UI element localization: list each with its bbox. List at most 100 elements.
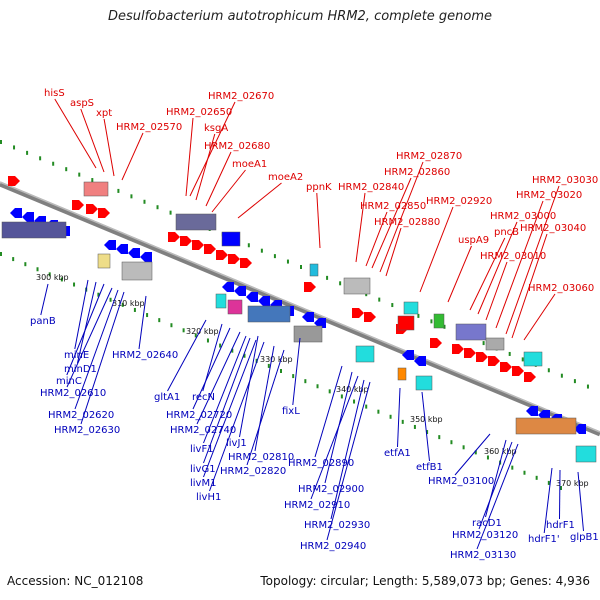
reverse-gene-arrow [140,252,152,262]
lower-dot-track [486,455,489,460]
reverse-label-leader [209,341,265,492]
forward-label-leader [511,233,548,339]
forward-gene-block [485,337,505,351]
forward-gene-label: aspS [70,98,94,109]
reverse-gene-label: fixL [282,406,300,417]
reverse-label-leader [476,443,519,550]
forward-gene-label: hisS [44,88,65,99]
reverse-gene-arrow [10,208,22,218]
lower-dot-track [146,313,149,318]
upper-dot-track [65,167,68,172]
lower-dot-track [109,297,112,302]
upper-dot-track [143,199,146,204]
reverse-gene-label: HRM2_02630 [54,425,120,436]
forward-gene-label: HRM2_03010 [480,251,546,262]
reverse-gene-arrow [314,318,326,328]
reverse-gene-block [1,221,67,239]
reverse-gene-label: HRM2_02930 [304,520,370,531]
lower-dot-track [316,384,319,389]
reverse-label-leader [203,339,257,478]
forward-gene-label: HRM2_02670 [208,91,274,102]
reverse-gene-label: HRM2_02900 [298,484,364,495]
reverse-label-leader [66,283,105,376]
upper-dot-track [508,351,511,356]
scale-tick-label: 360 kbp [484,447,517,456]
scale-tick-label: 320 kbp [186,327,219,336]
upper-dot-track [169,210,172,215]
upper-dot-track [430,319,433,324]
reverse-gene-label: livF1 [190,444,214,455]
reverse-gene-label: HRM2_02620 [48,410,114,421]
forward-label-leader [185,117,194,197]
forward-gene-block [83,181,109,197]
lower-dot-track [426,430,429,435]
lower-dot-track [133,307,136,312]
lower-dot-track [60,277,63,282]
forward-gene-arrow [452,344,464,354]
reverse-label-leader [40,283,49,316]
reverse-label-leader [196,331,241,425]
forward-gene-arrow [168,232,180,242]
lower-dot-track [377,409,380,414]
reverse-gene-arrow [574,424,586,434]
forward-gene-label: HRM2_03000 [490,211,556,222]
lower-dot-track [48,272,51,277]
lower-dot-track [474,450,477,455]
reverse-gene-block [415,375,433,391]
forward-label-leader [505,185,560,335]
lower-dot-track [97,292,100,297]
reverse-label-leader [74,279,89,350]
forward-gene-arrow [352,308,364,318]
genome-backbone-highlight [0,181,600,433]
forward-label-leader [195,133,216,201]
forward-gene-arrow [430,338,442,348]
lower-dot-track [523,470,526,475]
lower-dot-track [462,445,465,450]
lower-dot-track [413,424,416,429]
reverse-gene-arrow [258,296,270,306]
forward-gene-arrow [512,366,524,376]
lower-dot-track [0,252,2,256]
reverse-label-leader [454,433,491,476]
reverse-label-leader [192,327,231,410]
lower-dot-track [353,399,356,404]
reverse-gene-block [121,261,153,281]
reverse-gene-label: HRM2_02740 [170,425,236,436]
forward-gene-arrow [180,236,192,246]
forward-label-leader [355,192,366,263]
lower-dot-track [560,486,562,490]
forward-label-leader [469,237,506,311]
reverse-gene-arrow [22,212,34,222]
forward-gene-label: HRM2_02860 [384,167,450,178]
forward-label-leader [379,161,424,273]
reverse-gene-arrow [538,410,550,420]
lower-dot-track [438,435,441,440]
upper-dot-track [300,265,302,269]
forward-gene-label: HRM2_03020 [516,190,582,201]
lower-dot-track [231,348,234,353]
reverse-gene-arrow [234,286,246,296]
reverse-gene-label: HRM2_02890 [288,458,354,469]
forward-gene-block [523,351,543,367]
upper-dot-track [117,188,120,193]
reverse-gene-arrow [246,292,258,302]
upper-dot-track [0,140,2,144]
lower-dot-track [292,374,295,379]
forward-gene-arrow [204,244,216,254]
reverse-gene-block [515,417,577,435]
reverse-gene-label: etfA1 [384,448,411,459]
reverse-gene-label: hdrF1 [546,520,575,531]
reverse-gene-label: livM1 [190,478,216,489]
figure-title: Desulfobacterium autotrophicum HRM2, com… [107,9,493,24]
reverse-gene-label: etfB1 [416,462,443,473]
lower-dot-track [365,404,368,409]
lower-dot-track [328,389,331,394]
lower-dot-track [243,353,246,358]
forward-gene-arrow [464,348,476,358]
lower-dot-track [547,480,550,485]
reverse-gene-arrow [128,248,140,258]
reverse-gene-label: HRM2_02720 [166,410,232,421]
forward-label-leader [371,177,412,269]
